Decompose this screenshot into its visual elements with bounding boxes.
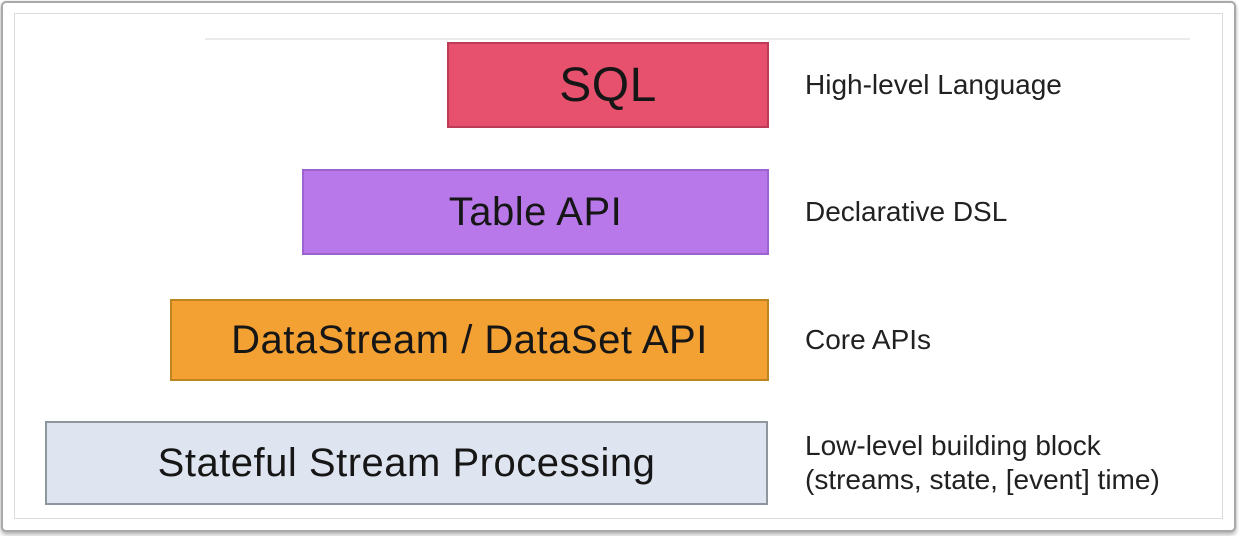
layer-annotation-table-api: Declarative DSL (805, 169, 1007, 255)
layer-label-table-api: Table API (448, 189, 623, 234)
annotation-text-line1: Low-level building block (805, 429, 1101, 461)
layer-annotation-core-apis: Core APIs (805, 299, 931, 381)
layer-box-table-api: Table API (302, 169, 769, 255)
annotation-text: Declarative DSL (805, 195, 1008, 227)
slide-area: SQL High-level Language Table API Declar… (14, 13, 1223, 519)
top-divider-line (205, 38, 1190, 40)
layer-label-sql: SQL (559, 58, 657, 112)
layer-annotation-low-level: Low-level building block (streams, state… (805, 417, 1160, 509)
layer-box-stateful-stream-processing: Stateful Stream Processing (45, 421, 768, 505)
layer-label-datastream-dataset-api: DataStream / DataSet API (231, 317, 708, 362)
layer-box-sql: SQL (447, 42, 769, 128)
layer-label-stateful-stream-processing: Stateful Stream Processing (157, 440, 656, 485)
annotation-text: Core APIs (805, 323, 932, 355)
annotation-text: High-level Language (805, 68, 1062, 100)
layer-box-datastream-dataset-api: DataStream / DataSet API (170, 299, 769, 381)
layer-annotation-sql: High-level Language (805, 42, 1062, 128)
annotation-text-line2: (streams, state, [event] time) (805, 464, 1160, 495)
